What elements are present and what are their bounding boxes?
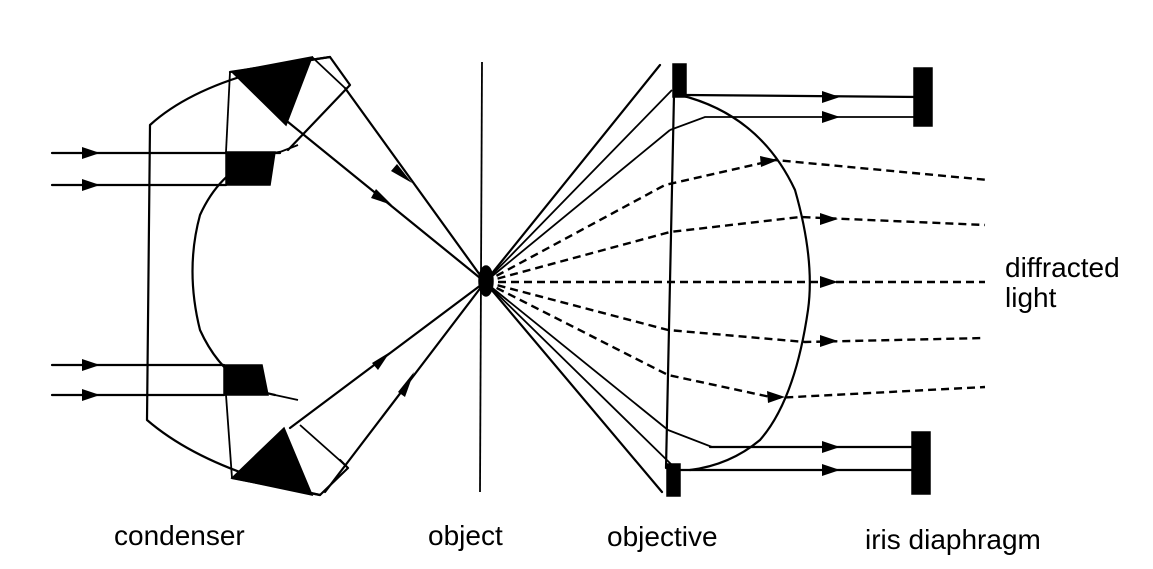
arrow-incoming-2 xyxy=(82,179,100,191)
iris-rays xyxy=(678,91,922,476)
condenser-mirror-upper xyxy=(230,56,314,127)
arrow-incoming-1 xyxy=(82,147,100,159)
incoming-rays xyxy=(50,147,282,401)
label-iris-diaphragm: iris diaphragm xyxy=(865,524,1041,555)
arrow-converging-1 xyxy=(371,189,392,205)
arrow-converging-4 xyxy=(398,372,414,397)
arrow-converging-2 xyxy=(391,164,412,183)
diffracted-ray-2 xyxy=(484,215,986,284)
label-diffracted: diffracted xyxy=(1005,252,1120,283)
arrow-diffracted-5 xyxy=(767,391,785,403)
condenser-central-lens xyxy=(191,150,282,397)
label-condenser: condenser xyxy=(114,520,245,551)
solid-ray-objective-upper xyxy=(484,129,671,283)
iris-blade-top xyxy=(913,67,933,127)
undeviated-ray-lower xyxy=(483,280,664,494)
iris-ray-1 xyxy=(684,93,922,99)
condenser-housing xyxy=(145,55,350,497)
diffracted-rays xyxy=(484,116,989,448)
arrow-diffracted-4 xyxy=(820,335,838,347)
label-objective: objective xyxy=(607,521,718,552)
objective-internal-ray-lower xyxy=(667,429,920,448)
label-object: object xyxy=(428,520,503,551)
condenser-lens-bottom-link xyxy=(274,394,299,401)
arrow-diffracted-3 xyxy=(820,276,838,288)
arrow-diffracted-2 xyxy=(820,213,838,225)
objective-mount-top xyxy=(672,63,687,98)
arrow-incoming-3 xyxy=(82,359,100,371)
diffracted-ray-5 xyxy=(484,280,986,400)
condenser-reflector-line-upper xyxy=(311,56,346,89)
condenser-stop-upper xyxy=(225,151,276,186)
undeviated-ray-upper xyxy=(483,63,662,284)
condenser-inner-line-upper xyxy=(225,71,231,153)
arrow-iris-4 xyxy=(822,464,840,476)
label-light: light xyxy=(1005,282,1057,313)
objective-curved-face xyxy=(678,93,811,472)
iris-diaphragm xyxy=(911,67,933,495)
arrow-converging-3 xyxy=(372,352,390,370)
arrow-iris-3 xyxy=(822,441,840,453)
arrow-incoming-4 xyxy=(82,389,100,401)
converging-rays xyxy=(286,86,487,494)
solid-ray-objective-lower xyxy=(484,281,669,431)
converging-ray-2 xyxy=(343,86,487,284)
diffracted-ray-1 xyxy=(484,158,989,284)
iris-blade-bottom xyxy=(911,431,931,495)
objective-lens xyxy=(664,63,811,497)
condenser-stop-lower xyxy=(223,364,269,396)
condenser-lens-top-link xyxy=(279,144,299,153)
undeviated-ray-lower-2 xyxy=(484,281,676,469)
condenser-mirror-lower xyxy=(230,426,314,497)
condenser-reflector-line-lower xyxy=(299,424,346,466)
arrow-iris-2 xyxy=(822,111,840,123)
condenser-inner-line-lower xyxy=(225,394,233,479)
undeviated-ray-upper-2 xyxy=(484,89,673,283)
condenser-assembly xyxy=(145,55,352,497)
objective-internal-ray-upper xyxy=(669,116,920,131)
diffracted-ray-4 xyxy=(484,280,986,344)
undeviated-rays xyxy=(483,63,676,494)
arrow-diffracted-1 xyxy=(760,156,778,167)
arrow-iris-1 xyxy=(822,91,840,103)
objective-mount-bottom xyxy=(666,463,681,497)
